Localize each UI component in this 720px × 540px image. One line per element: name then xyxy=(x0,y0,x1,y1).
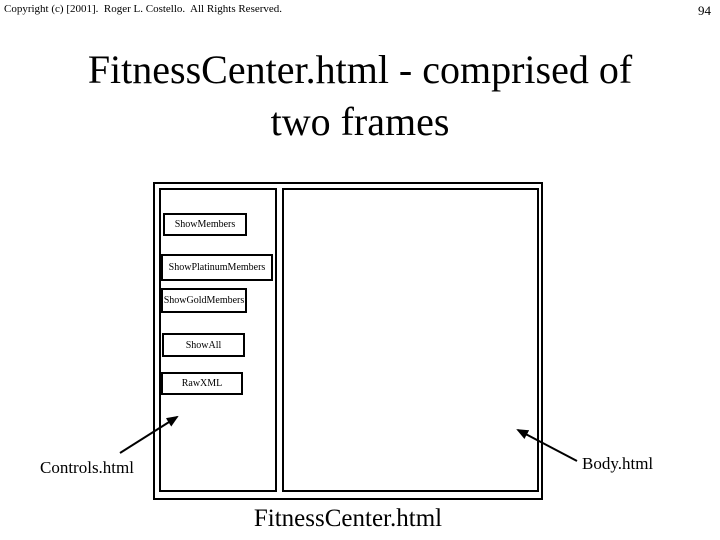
frameset-caption: FitnessCenter.html xyxy=(253,505,443,532)
controls-label: Controls.html xyxy=(40,458,134,477)
body-label: Body.html xyxy=(582,454,654,473)
raw-xml-button: RawXML xyxy=(161,372,243,395)
show-gold-members-button: ShowGoldMembers xyxy=(161,288,247,313)
copyright-text: Copyright (c) [2001]. Roger L. Costello.… xyxy=(4,3,283,15)
controls-frame: ShowMembers ShowPlatinumMembers ShowGold… xyxy=(159,188,277,492)
frameset-outer-box: ShowMembers ShowPlatinumMembers ShowGold… xyxy=(153,182,543,500)
body-frame xyxy=(282,188,539,492)
show-platinum-members-button: ShowPlatinumMembers xyxy=(161,254,273,281)
show-all-button: ShowAll xyxy=(162,333,245,357)
page-number: 94 xyxy=(698,3,711,18)
show-members-button: ShowMembers xyxy=(163,213,247,236)
slide-title: FitnessCenter.html - comprised of two fr… xyxy=(87,47,633,144)
